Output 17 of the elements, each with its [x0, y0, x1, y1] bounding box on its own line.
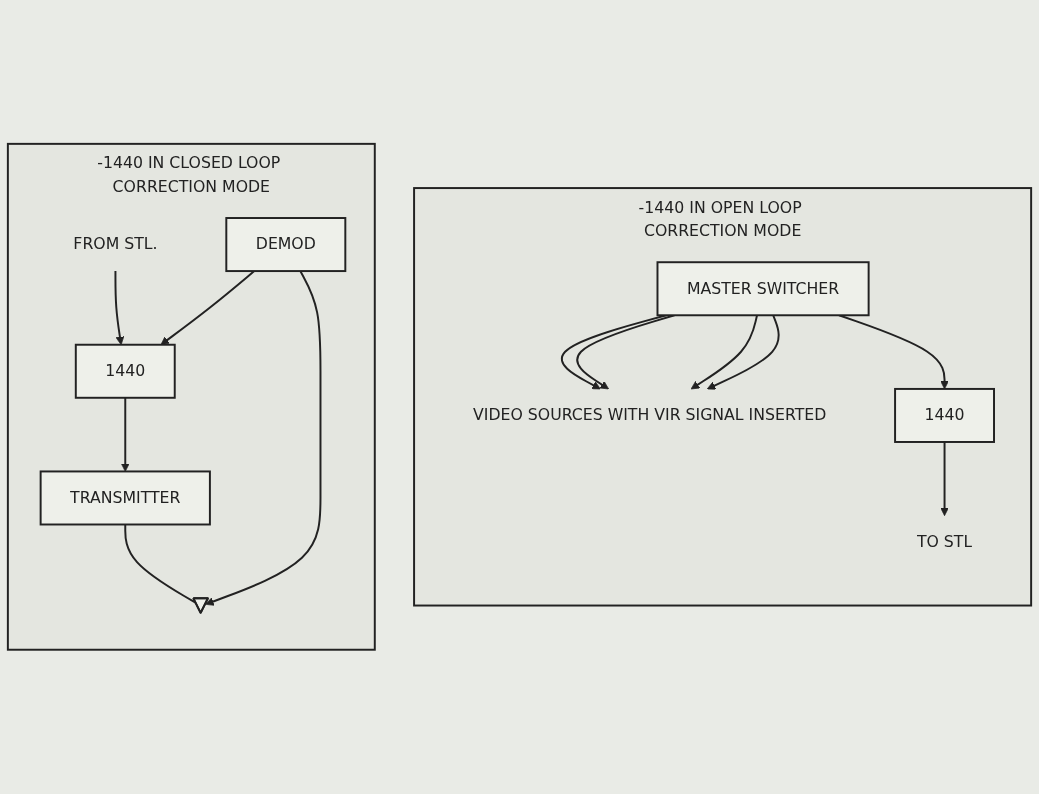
- node-box: MASTER SWITCHER: [656, 261, 870, 317]
- node-box: TRANSMITTER: [39, 470, 211, 526]
- arrow: [838, 314, 949, 390]
- arrow: [160, 270, 256, 346]
- arrow: [706, 314, 780, 390]
- arrow: [205, 270, 322, 606]
- arrow: [120, 397, 130, 473]
- node-text: TO STL: [916, 532, 973, 552]
- arrow: [114, 270, 125, 346]
- arrow: [940, 441, 949, 517]
- node-box: 1440: [74, 343, 176, 399]
- node-box: 1440: [894, 388, 995, 444]
- node-text: FROM STL.: [73, 234, 158, 254]
- node-box: DEMOD: [225, 217, 347, 273]
- arrow: [690, 314, 758, 390]
- connector: [124, 523, 197, 605]
- node-text: VIDEO SOURCES WITH VIR SIGNAL INSERTED: [473, 405, 827, 425]
